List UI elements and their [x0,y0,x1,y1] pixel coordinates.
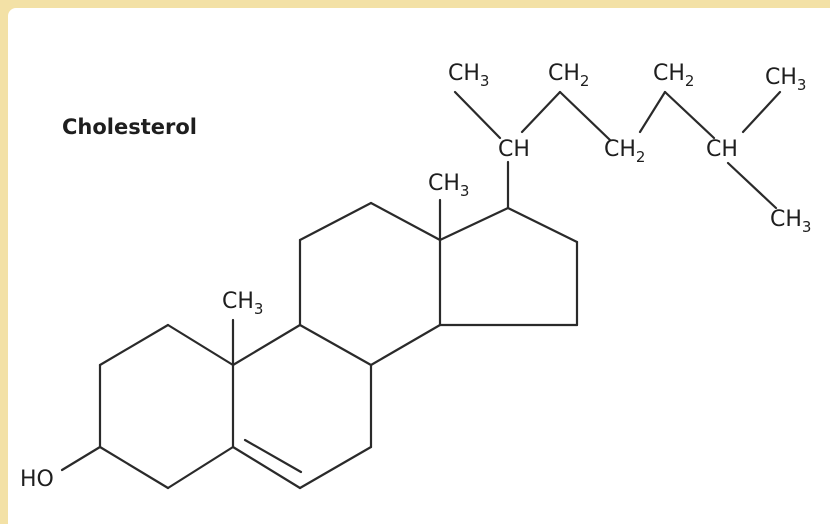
hydroxyl-label: HO [20,467,54,492]
bond [231,445,302,490]
substituent-bonds [60,160,510,472]
methyl-label: CH3 [222,289,263,318]
bond [98,445,170,490]
bond [369,201,442,242]
bond [726,161,778,210]
methylene-label: CH2 [653,61,694,90]
methylene-label: CH2 [604,137,645,166]
methylene-label: CH2 [548,61,589,90]
bond [520,90,562,134]
bond [663,90,716,140]
double-bond [243,438,303,474]
bond [506,206,579,244]
bond [298,201,373,242]
methyl-label: CH3 [448,61,489,90]
bond [98,323,170,367]
bond [298,445,373,490]
bond [166,323,235,367]
ring-d [438,206,579,327]
bond [741,90,782,134]
bond [369,323,442,367]
bond [298,323,373,367]
side-chain [453,90,782,210]
diagram-title: Cholesterol [62,115,197,139]
ring-c [298,201,442,367]
methyl-label: CH3 [765,65,806,94]
atom-labels: CH3 CH2 CH2 CH3 CH CH2 CH CH3 CH3 CH3 HO [20,61,811,492]
methyl-label: CH3 [428,171,469,200]
bond [638,90,667,134]
bond [60,445,102,472]
bond [453,90,502,140]
ring-b [231,323,373,490]
methine-label: CH [706,137,738,162]
diagram-canvas [8,8,830,524]
bond [231,323,302,367]
bond [438,206,510,242]
methyl-label: CH3 [770,207,811,236]
ring-a [98,323,235,490]
bond [166,445,235,490]
methine-label: CH [498,137,530,162]
bond [558,90,612,142]
